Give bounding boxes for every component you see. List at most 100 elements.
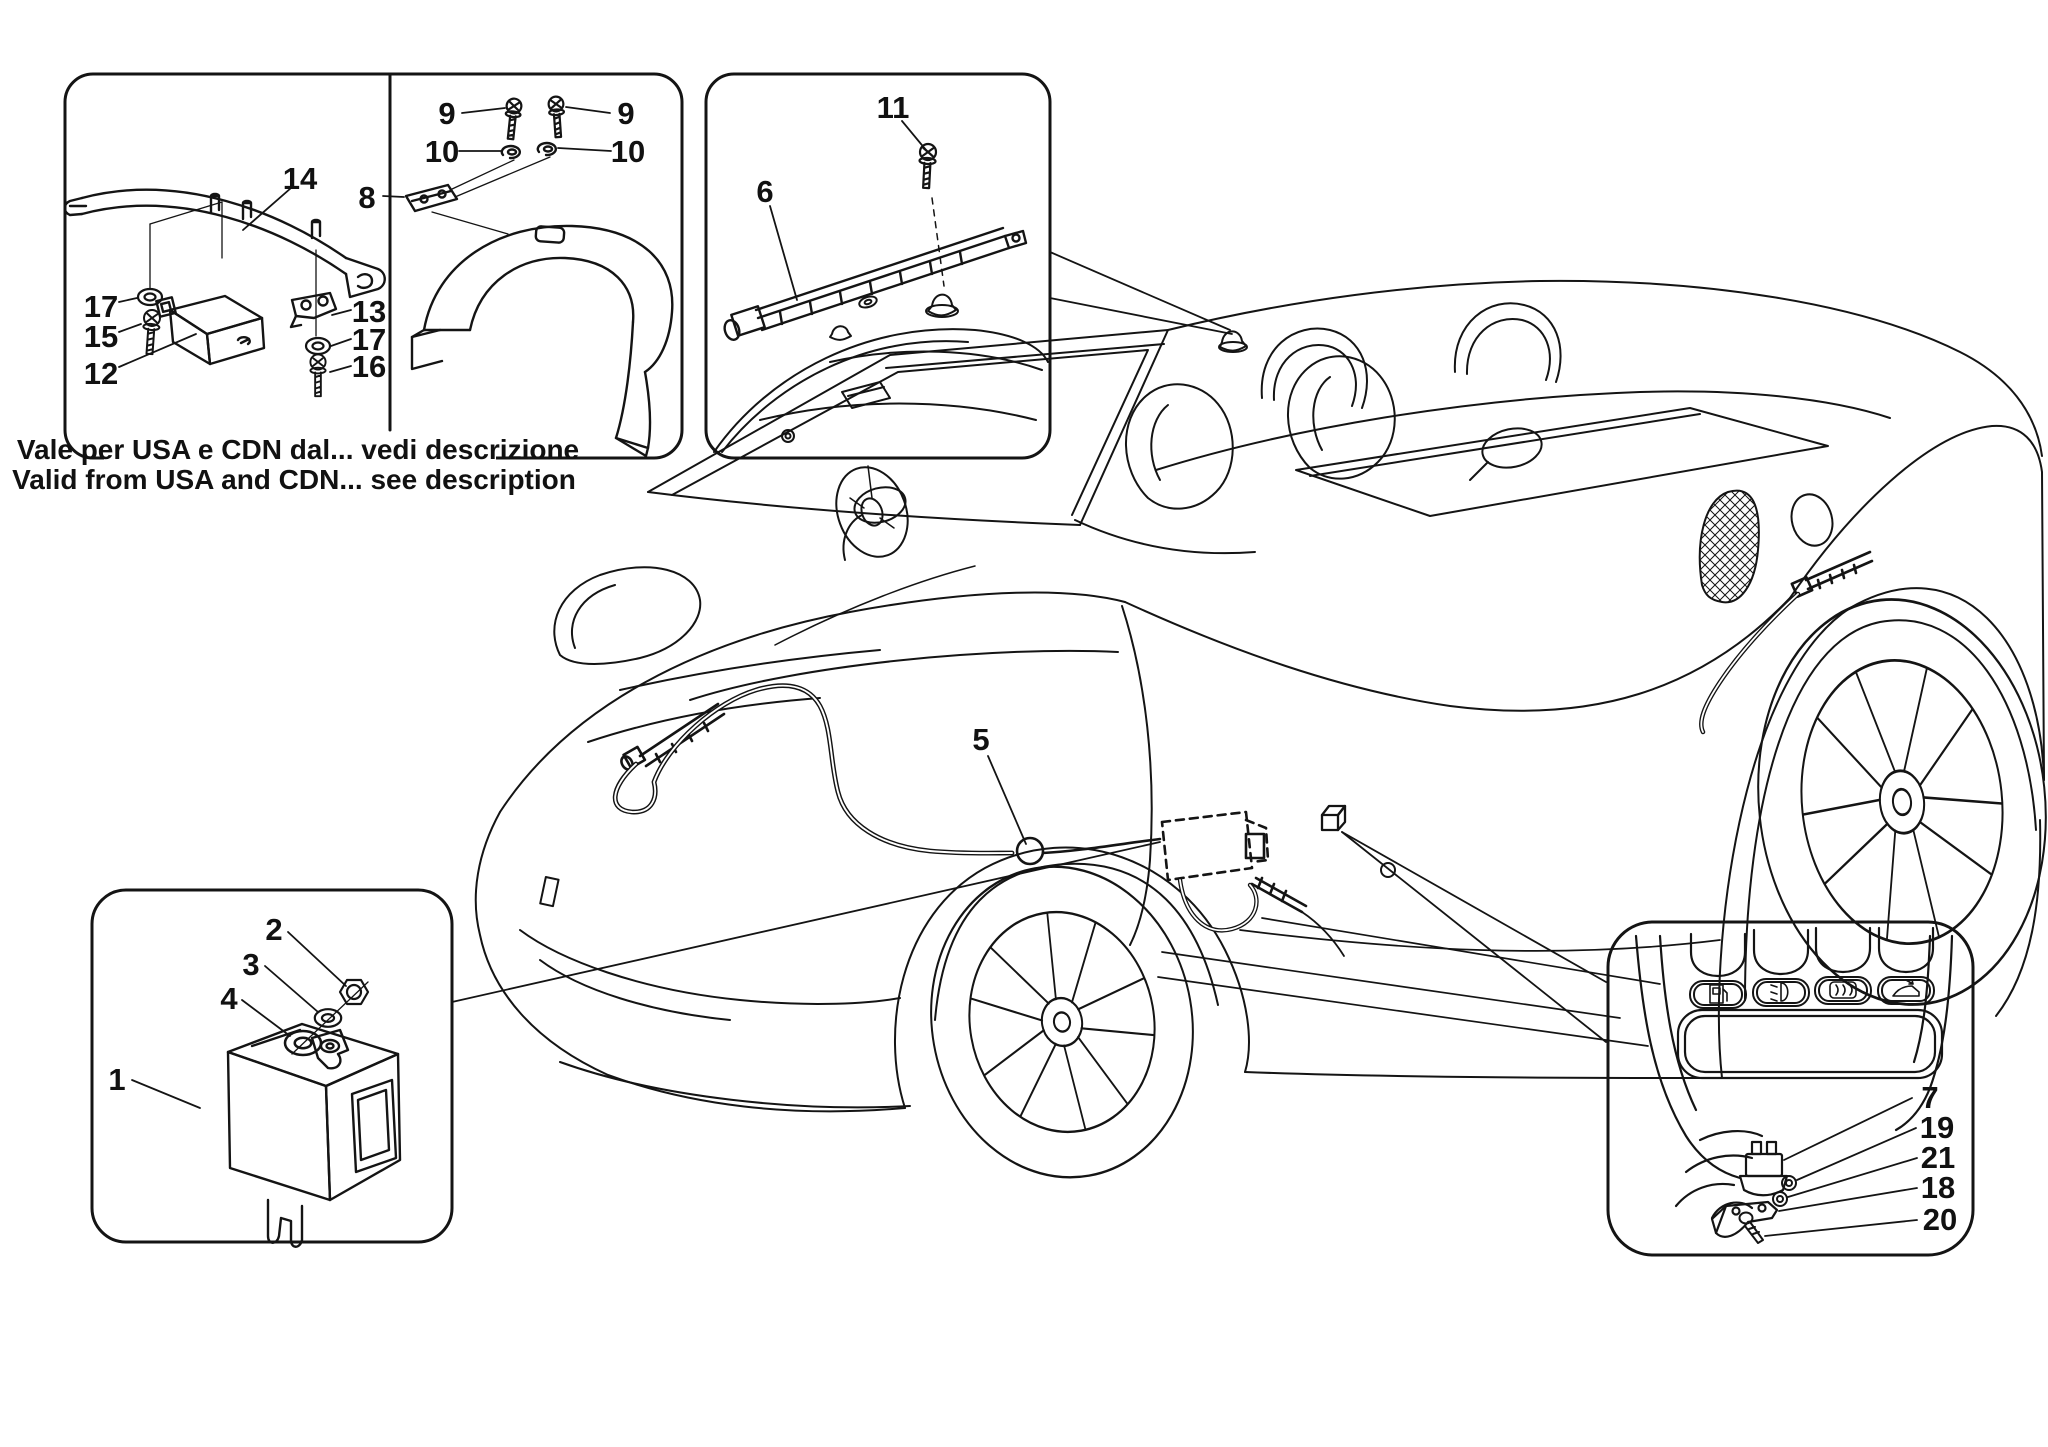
rocker-moldings <box>1157 917 1721 1047</box>
mirror-right <box>1469 427 1543 481</box>
valve-connector <box>1250 876 1345 957</box>
console-tray <box>1676 1008 1944 1080</box>
label-17a: 17 <box>84 289 118 324</box>
ecu-unit-1 <box>226 1022 402 1248</box>
label-19: 19 <box>1920 1110 1954 1145</box>
label-12: 12 <box>84 356 118 391</box>
inset-to-car-leaders <box>451 251 1607 1043</box>
label-1: 1 <box>108 1062 125 1097</box>
screw-20 <box>1738 1211 1764 1244</box>
guide-lines <box>149 201 317 337</box>
fuel-flap-button <box>1689 980 1747 1009</box>
inset-dash-border <box>1606 920 1975 1257</box>
upper-far-side <box>1167 279 2043 457</box>
quarter-sensor <box>1320 804 1347 832</box>
wheel-arch-part-group <box>404 95 674 458</box>
door-lock <box>1380 862 1396 878</box>
deck-antenna-mount <box>1218 330 1248 353</box>
hidden-ecu-box <box>1160 810 1270 882</box>
sill-line <box>1244 1071 1723 1079</box>
car-illustration: 5 <box>474 279 2047 1179</box>
bracket-18 <box>1710 1200 1779 1238</box>
rear-wheel-arch <box>1717 587 2045 1079</box>
caption-italian: Vale per USA e CDN dal... vedi descrizio… <box>17 434 579 465</box>
label-2: 2 <box>265 912 282 947</box>
label-10b: 10 <box>611 134 645 169</box>
connector-7 <box>1738 1140 1789 1197</box>
nuts-19-21 <box>1772 1175 1797 1207</box>
front-wheel <box>930 865 1194 1179</box>
tpms-harness <box>612 683 1347 957</box>
inset-ecu-leaders <box>131 931 347 1109</box>
label-5: 5 <box>972 722 989 757</box>
inset-b-leaders <box>769 120 945 301</box>
button-wells <box>1689 926 1935 978</box>
screw-15 <box>140 308 162 356</box>
fog-light-icon <box>1770 982 1789 1002</box>
front-wheel-arch <box>894 846 1250 1109</box>
plate-8 <box>404 183 459 213</box>
label-16: 16 <box>352 349 386 384</box>
antenna-rail-6 <box>723 226 1028 341</box>
windshield <box>647 329 1169 526</box>
caption-english: Valid from USA and CDN... see descriptio… <box>12 464 576 495</box>
beltline <box>1124 597 1791 712</box>
label-10a: 10 <box>425 134 459 169</box>
trunk-release-button <box>1877 976 1935 1005</box>
label-20: 20 <box>1923 1202 1957 1237</box>
rear-defrost-button <box>1814 976 1872 1005</box>
label-14: 14 <box>283 161 318 196</box>
inset-dash-leaders <box>1764 1097 1918 1237</box>
label-9b: 9 <box>617 96 634 131</box>
inset-a-border <box>63 72 684 460</box>
label-18: 18 <box>1921 1170 1955 1205</box>
mirror-left <box>842 486 907 561</box>
headlight <box>553 566 702 665</box>
screw-16 <box>309 353 327 398</box>
inset-ecu: 2 3 4 1 <box>90 888 454 1248</box>
harness-cable <box>612 683 1015 856</box>
rear-silhouette <box>1789 424 2045 781</box>
seat-right <box>1287 355 1396 480</box>
nose-edge <box>474 811 906 1113</box>
label-13: 13 <box>352 294 386 329</box>
label-15: 15 <box>84 319 118 354</box>
wiper <box>774 565 976 646</box>
washer-17a <box>136 287 164 307</box>
rear-deck-edge <box>1155 390 1891 471</box>
rear-fender-antenna <box>1699 550 1874 735</box>
side-intake <box>1698 489 1760 604</box>
label-8: 8 <box>358 180 375 215</box>
dash-top <box>1074 519 1256 555</box>
front-bumper <box>519 929 901 1005</box>
door-shutline <box>1121 605 1153 946</box>
console-buttons <box>1689 976 1935 1009</box>
inset-b-border <box>704 72 1052 460</box>
bracket-13 <box>289 291 338 329</box>
inset-bracket-usa-cdn: Vale per USA e CDN dal... vedi descrizio… <box>12 72 684 495</box>
label-9a: 9 <box>438 96 455 131</box>
label-3: 3 <box>242 947 259 982</box>
rear-cowl-sketch <box>713 293 1049 453</box>
label-11: 11 <box>877 90 910 125</box>
sensor-12 <box>155 294 266 366</box>
fuel-cap <box>1790 493 1834 547</box>
front-badge <box>539 876 560 908</box>
screw-9a <box>502 96 524 141</box>
inset-a-leaders <box>118 106 612 373</box>
roll-hoops <box>1260 302 1562 409</box>
hood-top-line <box>499 591 1126 813</box>
seat-left <box>1125 383 1234 510</box>
fog-light-button <box>1752 978 1810 1007</box>
trunk-release-icon <box>1892 979 1920 997</box>
washer-10b <box>536 141 558 157</box>
inset-roof-antenna: 6 11 <box>704 72 1052 460</box>
bracket-part-14 <box>63 188 386 299</box>
washer-10a <box>500 144 522 160</box>
fuel-flap-release-icon <box>1709 984 1728 1004</box>
harness-grommet <box>1015 836 1045 866</box>
label-4: 4 <box>220 981 238 1016</box>
inset-dashboard: 7 19 21 18 20 <box>1606 920 1975 1257</box>
